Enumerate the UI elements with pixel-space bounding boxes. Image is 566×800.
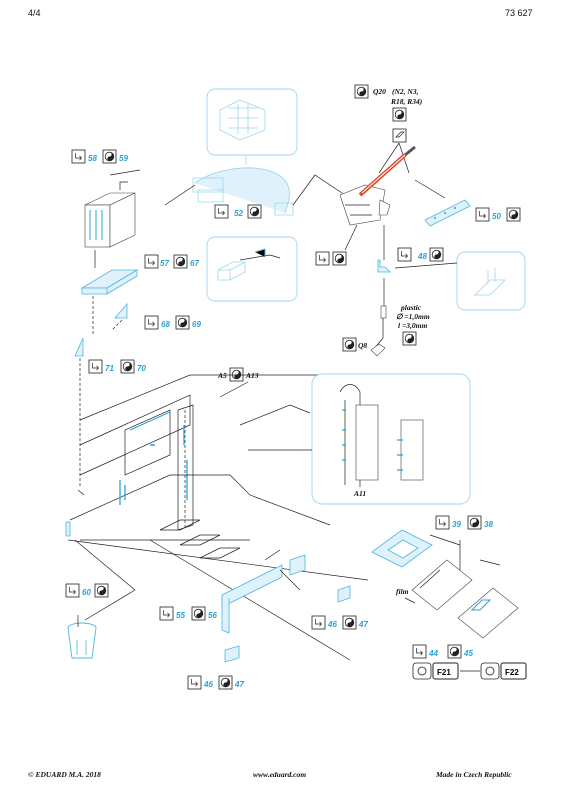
svg-text:58: 58 [88, 154, 97, 163]
q20-note-2: R18, R34) [390, 97, 423, 106]
f22-film-badge: F22 [480, 662, 527, 680]
callout-58-59: 58 59 [71, 149, 128, 164]
callout-71-70: 71 70 [88, 359, 146, 374]
plate-part-71-hull [65, 521, 71, 537]
q8-label: Q8 [358, 341, 367, 350]
product-code: 73 627 [505, 8, 533, 18]
mount-part-48 [377, 259, 391, 273]
length-label: l =3,0mm [398, 321, 427, 330]
tray-detail-frame [206, 236, 298, 302]
small-plate-part-46-left [224, 645, 240, 663]
svg-text:47: 47 [358, 620, 368, 629]
bracket-part-71 [74, 337, 84, 357]
hull-interior [69, 374, 351, 661]
callout-46-47-right: 46 47 [311, 615, 368, 630]
svg-text:44: 44 [428, 649, 438, 658]
a11-label: A11 [353, 489, 366, 498]
svg-text:A5: A5 [217, 371, 227, 380]
callout-46-47-left: 46 47 [187, 675, 244, 690]
q20-label: Q20 [373, 87, 386, 96]
callout-55-56: 55 56 [159, 606, 217, 621]
svg-text:45: 45 [463, 649, 473, 658]
footer-origin: Made in Czech Republic [436, 770, 512, 779]
svg-text:57: 57 [160, 259, 169, 268]
film-part-45 [457, 587, 519, 639]
svg-text:46: 46 [327, 620, 337, 629]
radio-box-part-58 [84, 181, 136, 248]
plastic-rod-q8 [370, 305, 387, 357]
paint-icon [332, 251, 347, 266]
svg-text:56: 56 [208, 611, 217, 620]
cable-harness-part-52 [192, 167, 294, 216]
connector-closeup-frame [206, 88, 298, 156]
svg-text:60: 60 [82, 588, 91, 597]
q20-callout-icons [354, 84, 407, 143]
stowage-rack-part-55 [221, 554, 306, 634]
f21-film-badge: F21 [412, 662, 459, 680]
svg-text:47: 47 [234, 680, 244, 689]
svg-text:52: 52 [234, 209, 243, 218]
svg-text:48: 48 [417, 252, 427, 261]
svg-text:67: 67 [190, 259, 199, 268]
film-part-44 [411, 559, 473, 611]
diameter-label: ∅ =1,0mm [396, 312, 430, 321]
tray-part-57 [80, 269, 139, 295]
svg-text:69: 69 [192, 320, 201, 329]
svg-text:46: 46 [203, 680, 213, 689]
svg-text:F21: F21 [437, 668, 451, 677]
bracket-part-68 [114, 302, 128, 319]
bend-icon [315, 251, 330, 266]
svg-text:F22: F22 [505, 668, 519, 677]
footer-website[interactable]: www.eduard.com [253, 770, 307, 779]
footer-copyright: © EDUARD M.A. 2018 [28, 770, 101, 779]
mount-detail-frame [456, 251, 526, 311]
callout-39-38: 39 38 [435, 515, 493, 530]
small-plate-part-46-right [337, 585, 351, 603]
flash-hider-part-50 [424, 199, 471, 227]
machine-gun-q20 [339, 145, 416, 226]
svg-text:59: 59 [119, 154, 128, 163]
vision-block-part-39 [371, 529, 433, 568]
svg-text:50: 50 [492, 212, 501, 221]
callout-48: 48 [397, 247, 444, 262]
callout-60: 60 [65, 583, 109, 598]
callout-52: 52 [214, 204, 262, 219]
svg-text:A13: A13 [245, 371, 259, 380]
callout-57-67: 57 67 [144, 254, 199, 269]
page-number: 4/4 [28, 8, 41, 18]
svg-text:39: 39 [452, 520, 461, 529]
callout-68-69: 68 69 [144, 315, 201, 330]
film-label: film [396, 587, 409, 596]
a5-a13-label: A5 A13 [217, 367, 259, 382]
a11-detail-frame [311, 373, 471, 505]
plastic-label: plastic [400, 303, 422, 312]
svg-text:55: 55 [176, 611, 185, 620]
q20-note-1: (N2, N3, [392, 87, 419, 96]
callout-50: 50 [475, 207, 521, 222]
svg-text:68: 68 [161, 320, 170, 329]
callout-44-45: 44 45 [412, 644, 473, 659]
svg-text:71: 71 [105, 364, 114, 373]
svg-text:70: 70 [137, 364, 146, 373]
cup-holder-part-60 [67, 615, 97, 659]
svg-text:38: 38 [484, 520, 493, 529]
